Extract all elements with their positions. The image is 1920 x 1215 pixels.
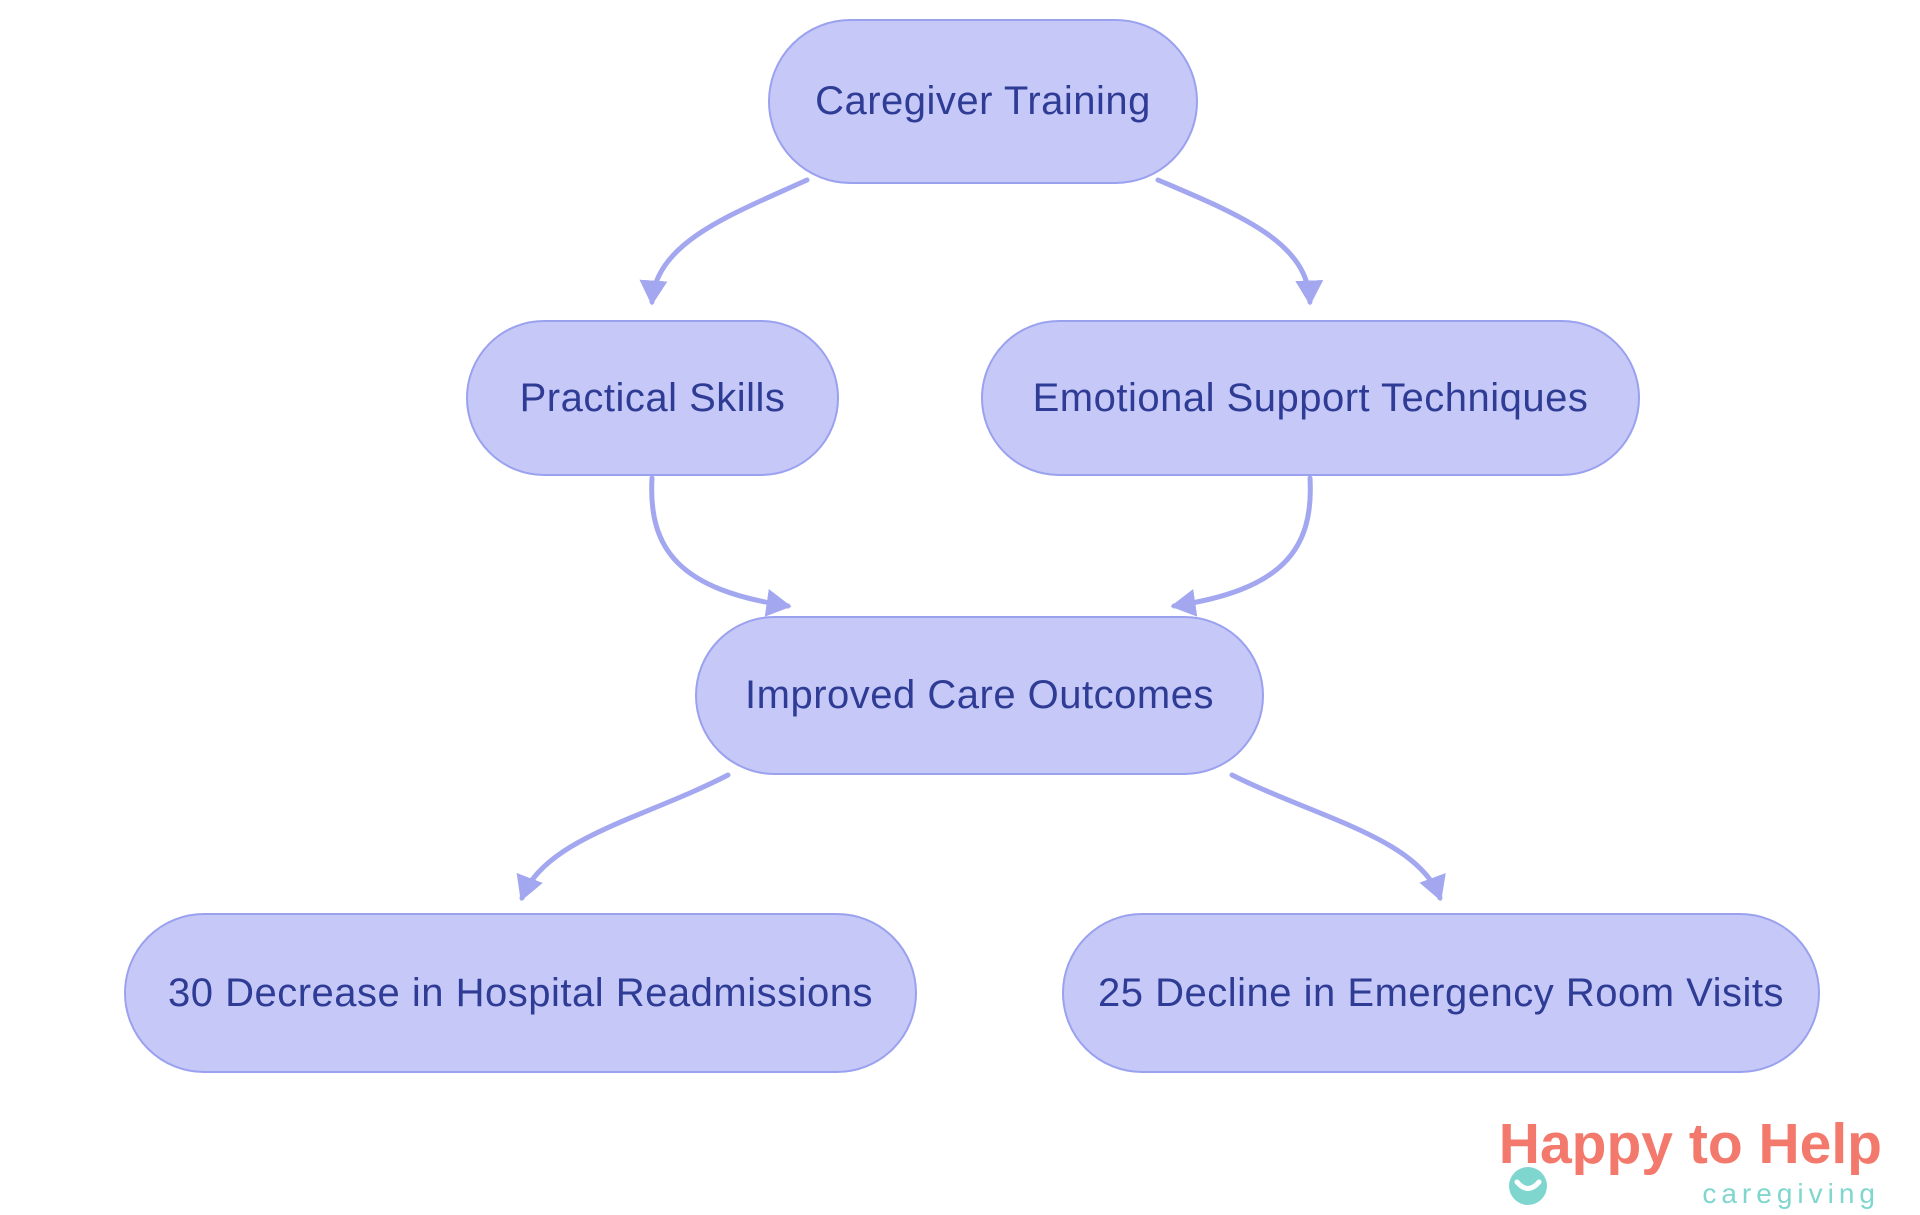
node-improved-care-outcomes: Improved Care Outcomes: [695, 616, 1264, 775]
node-caregiver-training: Caregiver Training: [768, 19, 1198, 184]
node-label: 25 Decline in Emergency Room Visits: [1098, 970, 1784, 1015]
node-hospital-readmissions: 30 Decrease in Hospital Readmissions: [124, 913, 917, 1073]
edge-improved-care-to-readmissions: [516, 772, 731, 902]
node-practical-skills: Practical Skills: [466, 320, 839, 476]
edge-caregiver-training-to-practical-skills: [639, 177, 810, 306]
logo-title: Happy to Help: [1498, 1112, 1882, 1176]
logo-subtitle: caregiving: [1702, 1178, 1880, 1209]
node-label: Practical Skills: [519, 375, 786, 420]
edge-improved-care-to-er-visits: [1229, 772, 1446, 902]
node-er-visits: 25 Decline in Emergency Room Visits: [1062, 913, 1820, 1073]
happy-to-help-logo: Happy to Help caregiving: [1412, 1116, 1882, 1214]
node-label: Improved Care Outcomes: [745, 673, 1214, 717]
smiley-icon: [1509, 1167, 1547, 1205]
edge-emotional-support-to-improved-care: [1170, 475, 1313, 617]
node-label: Caregiver Training: [815, 79, 1151, 123]
edge-practical-skills-to-improved-care: [649, 475, 792, 617]
edge-caregiver-training-to-emotional-support: [1155, 177, 1324, 306]
node-emotional-support-techniques: Emotional Support Techniques: [981, 320, 1640, 476]
node-label: Emotional Support Techniques: [1032, 375, 1589, 420]
node-label: 30 Decrease in Hospital Readmissions: [168, 970, 873, 1015]
